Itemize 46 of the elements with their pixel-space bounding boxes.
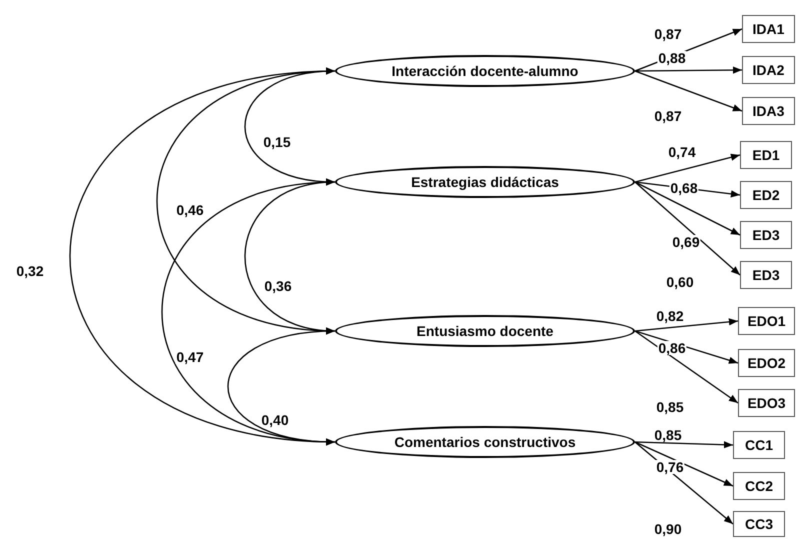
factor-ellipse: Comentarios constructivos: [335, 426, 635, 458]
edge-label: 0,87: [653, 109, 683, 123]
edge-label: 0,46: [175, 203, 205, 217]
correlation-arrow: [70, 68, 336, 445]
edge-label: 0,15: [262, 135, 292, 149]
edge-label: 0,76: [655, 460, 685, 474]
edge-label: 0,85: [655, 400, 685, 414]
edge-label: 0,88: [657, 51, 687, 65]
edge-label: 0,68: [669, 181, 699, 195]
factor-ellipse: Entusiasmo docente: [335, 315, 635, 347]
indicator-box: EDO3: [738, 389, 795, 417]
edge-label: 0,87: [653, 27, 683, 41]
indicator-box: CC2: [733, 472, 785, 500]
edge-label: 0,40: [260, 413, 290, 427]
loading-arrow: [634, 182, 740, 276]
indicator-box: EDO1: [738, 307, 795, 335]
edge-label: 0,74: [667, 145, 697, 159]
edge-label: 0,85: [653, 428, 683, 442]
loading-arrow: [634, 154, 740, 183]
edge-label: 0,69: [671, 235, 701, 249]
indicator-box: CC3: [733, 511, 785, 537]
edge-label: 0,47: [175, 350, 205, 364]
edge-label: 0,86: [657, 341, 687, 355]
indicator-box: ED1: [740, 141, 792, 169]
indicator-box: EDO2: [738, 349, 795, 377]
edge-label: 0,36: [263, 279, 293, 293]
indicator-box: IDA1: [742, 15, 795, 43]
edge-label: 0,82: [655, 309, 685, 323]
loading-arrow: [634, 330, 738, 404]
factor-ellipse: Interacción docente-alumno: [335, 55, 635, 87]
indicator-box: IDA3: [742, 97, 795, 125]
indicator-box: ED3: [740, 261, 792, 289]
edge-label: 0,90: [653, 522, 683, 536]
indicator-box: ED3: [740, 221, 792, 249]
loading-arrow: [634, 441, 734, 487]
loading-arrow: [634, 318, 738, 332]
loading-arrow: [634, 181, 740, 236]
loading-arrow: [634, 70, 742, 112]
edge-label: 0,60: [665, 275, 695, 289]
indicator-box: IDA2: [742, 56, 795, 84]
factor-ellipse: Estrategias didácticas: [335, 166, 635, 198]
edge-label: 0,32: [15, 264, 45, 278]
indicator-box: ED2: [740, 181, 792, 209]
indicator-box: CC1: [733, 431, 785, 459]
loading-arrow: [635, 66, 742, 74]
loading-arrow: [634, 441, 734, 448]
